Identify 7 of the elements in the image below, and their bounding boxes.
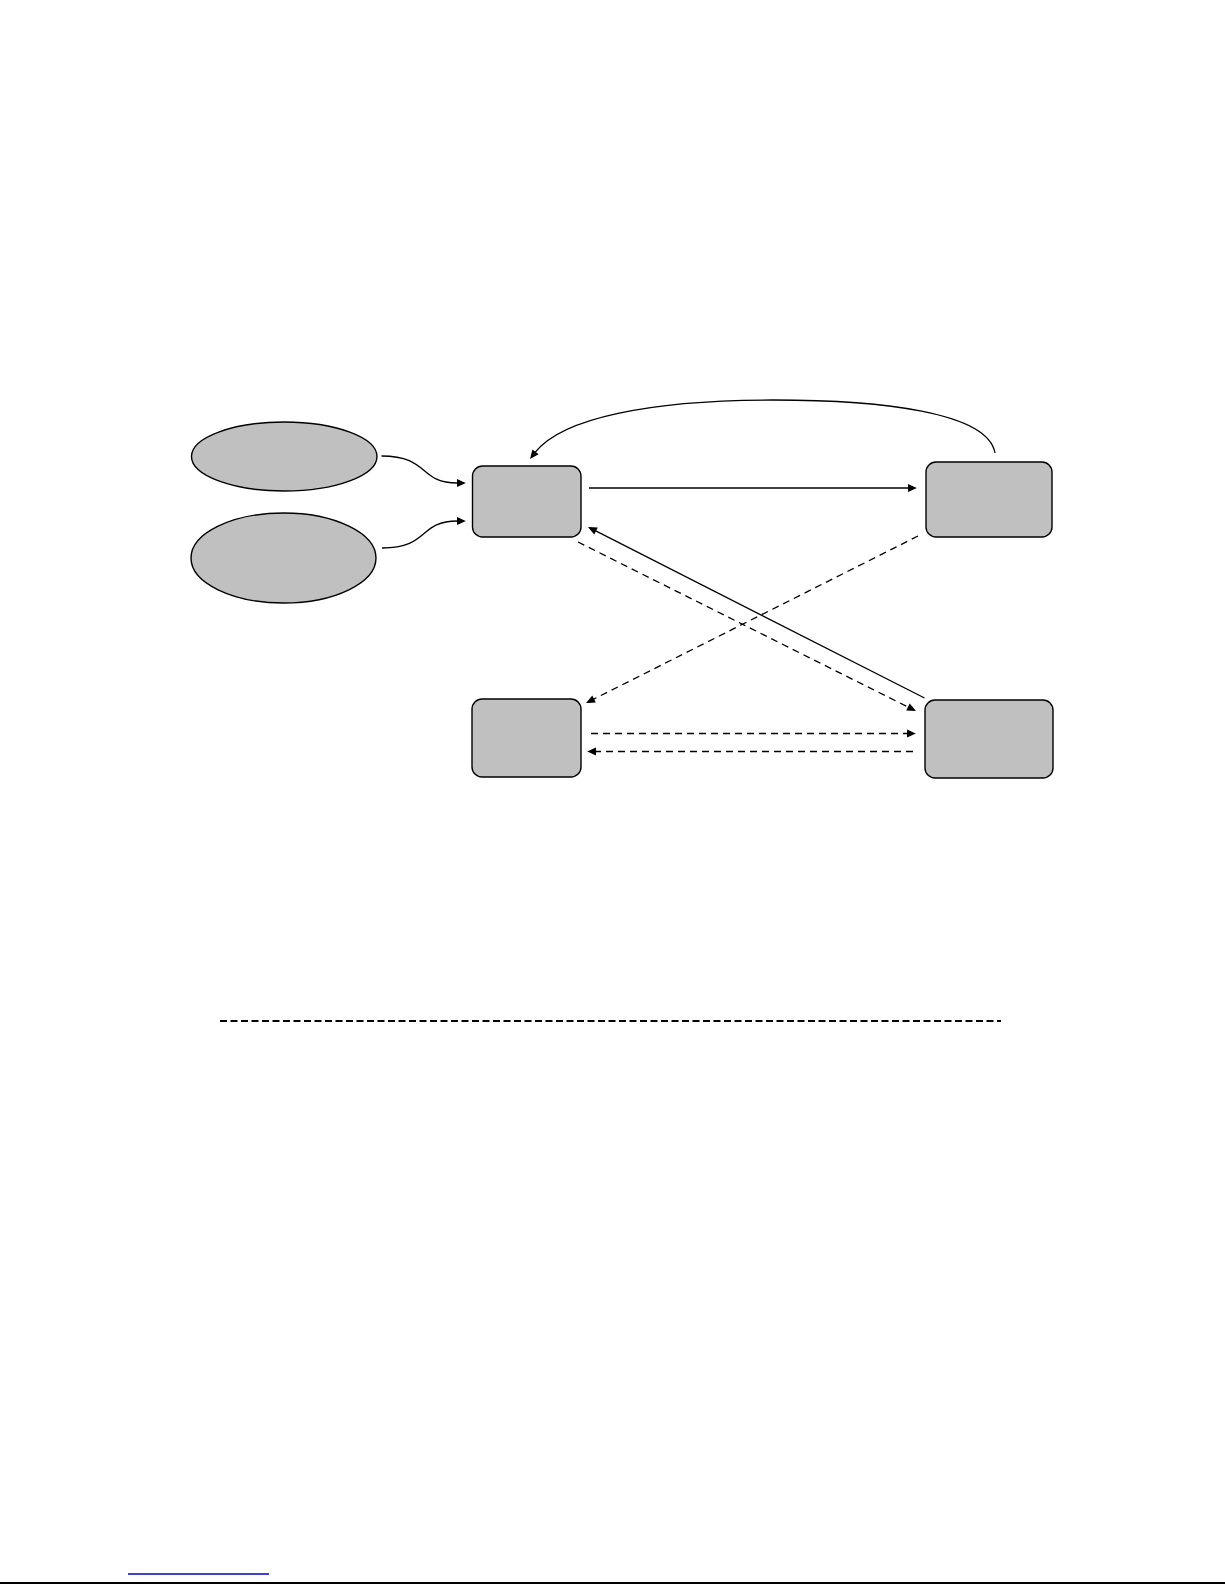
ellipse — [190, 512, 377, 604]
rounded-box — [471, 698, 582, 778]
rounded-box — [471, 465, 582, 538]
rounded-box — [924, 699, 1054, 779]
arrow — [530, 399, 996, 459]
rounded-box — [925, 461, 1053, 538]
ellipse — [190, 421, 378, 492]
